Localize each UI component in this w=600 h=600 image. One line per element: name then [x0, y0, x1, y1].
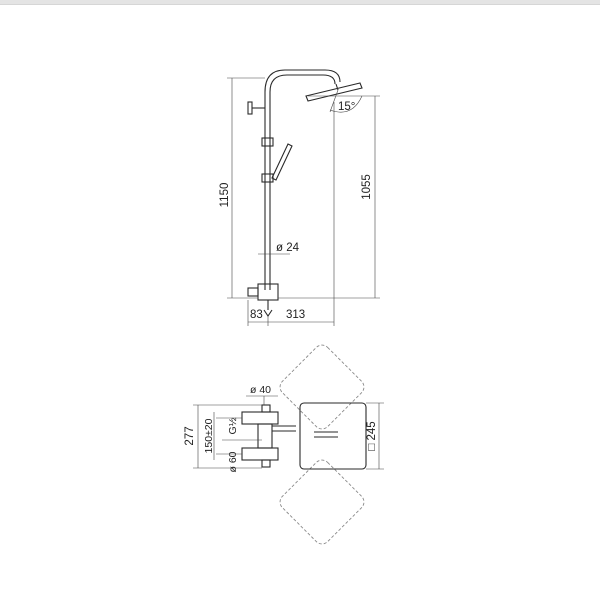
side-view: 1150 1055 15° ø 24 83 313 — [219, 69, 380, 326]
tilt-angle-arc — [329, 95, 363, 113]
label-connection-thread: G½ — [227, 417, 239, 434]
label-head-tilt: 15° — [338, 101, 355, 113]
top-view: 277 150±20 G½ ø 60 ø 40 □ 245 — [184, 344, 384, 545]
label-height-head: 1055 — [361, 174, 373, 200]
label-pipe-diameter: ø 24 — [276, 242, 300, 254]
shower-arm-outer — [264, 69, 341, 93]
tilt-angle-leg — [329, 89, 339, 113]
mixer-spout — [263, 309, 273, 317]
label-arm-reach: 313 — [286, 309, 305, 321]
mixer-bottom-section — [241, 447, 279, 461]
mixer-center-block — [257, 423, 273, 449]
shower-head — [305, 82, 363, 102]
label-flange-diameter: ø 60 — [227, 451, 239, 472]
label-offset-wall: 83 — [250, 309, 263, 321]
label-inlet-spacing: 150±20 — [203, 418, 215, 453]
slider-top — [261, 137, 274, 147]
mixer-top-section — [241, 411, 279, 425]
shower-head-square — [299, 402, 367, 470]
label-head-size: □ 245 — [366, 421, 378, 450]
hand-shower — [271, 143, 293, 181]
slider-bottom — [261, 173, 274, 183]
label-outlet-diameter: ø 40 — [250, 384, 271, 396]
shower-head-joint — [335, 83, 339, 91]
label-height-total: 1150 — [219, 183, 231, 208]
head-ghost-lower — [279, 459, 365, 545]
label-width-total: 277 — [184, 426, 196, 445]
mixer-inlet — [247, 287, 259, 297]
wall-bracket-plate — [247, 101, 253, 115]
mixer-body — [257, 283, 279, 301]
shower-arm-inner — [269, 74, 336, 93]
head-ghost-upper — [279, 344, 365, 430]
valve-top — [261, 404, 271, 413]
valve-bottom — [261, 459, 271, 468]
top-border-bar — [0, 0, 600, 5]
